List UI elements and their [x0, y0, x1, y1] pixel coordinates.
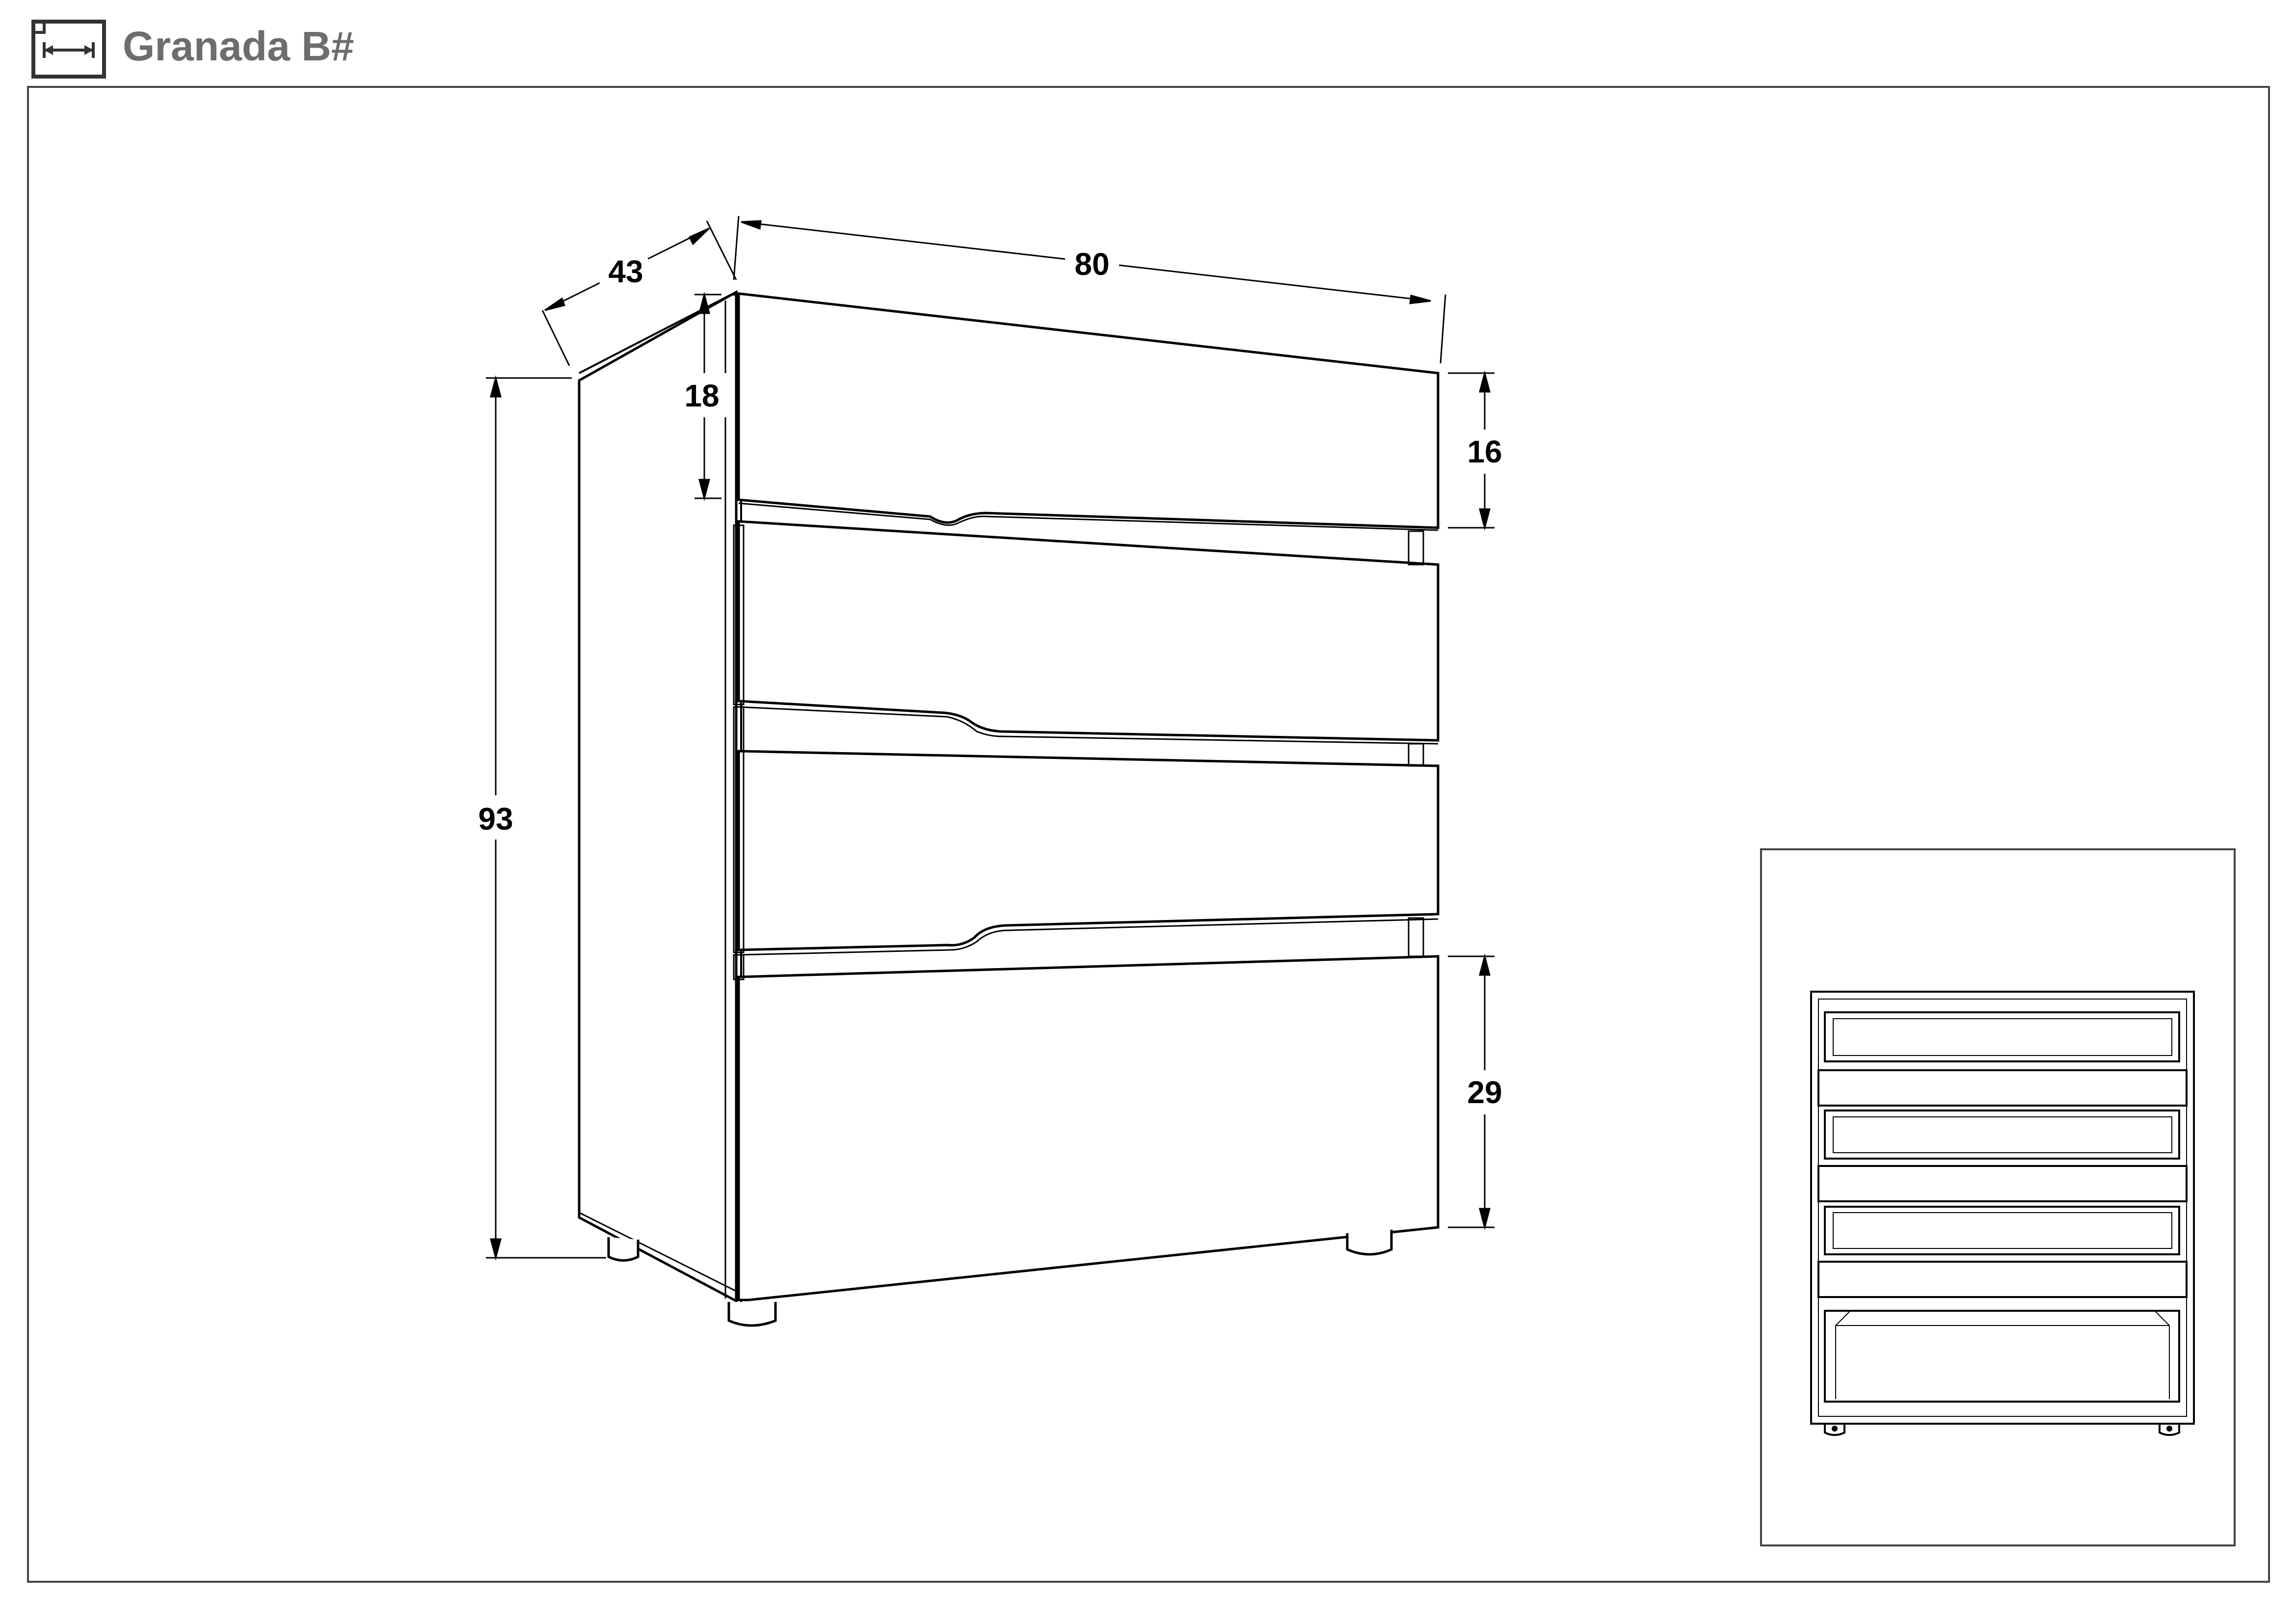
top-front-label: 18: [684, 378, 719, 413]
dimension-sheet-icon: [31, 20, 106, 79]
sheet-frame: [27, 86, 2270, 1583]
header: Granada B#: [0, 0, 2296, 83]
foot-front-right: [1346, 1230, 1393, 1256]
inset-front-view: [1760, 848, 2236, 1546]
bottom-drawer-height-label: 29: [1467, 1075, 1502, 1110]
side-panel: [578, 290, 738, 1303]
product-title: Granada B#: [123, 23, 354, 69]
drawer-2: [737, 520, 1440, 742]
height-label: 93: [478, 801, 513, 837]
drawer-1: [737, 292, 1440, 529]
top-drawer-height-label: 16: [1467, 434, 1502, 469]
depth-label: 43: [608, 254, 643, 289]
foot-back-left: [607, 1237, 640, 1262]
drawer-4: [737, 955, 1440, 1301]
width-label: 80: [1074, 246, 1109, 282]
chest-isometric-view: [578, 290, 1440, 1327]
foot-front-left: [727, 1302, 777, 1327]
drawer-3: [737, 750, 1440, 951]
inset-frame: [1760, 848, 2236, 1546]
